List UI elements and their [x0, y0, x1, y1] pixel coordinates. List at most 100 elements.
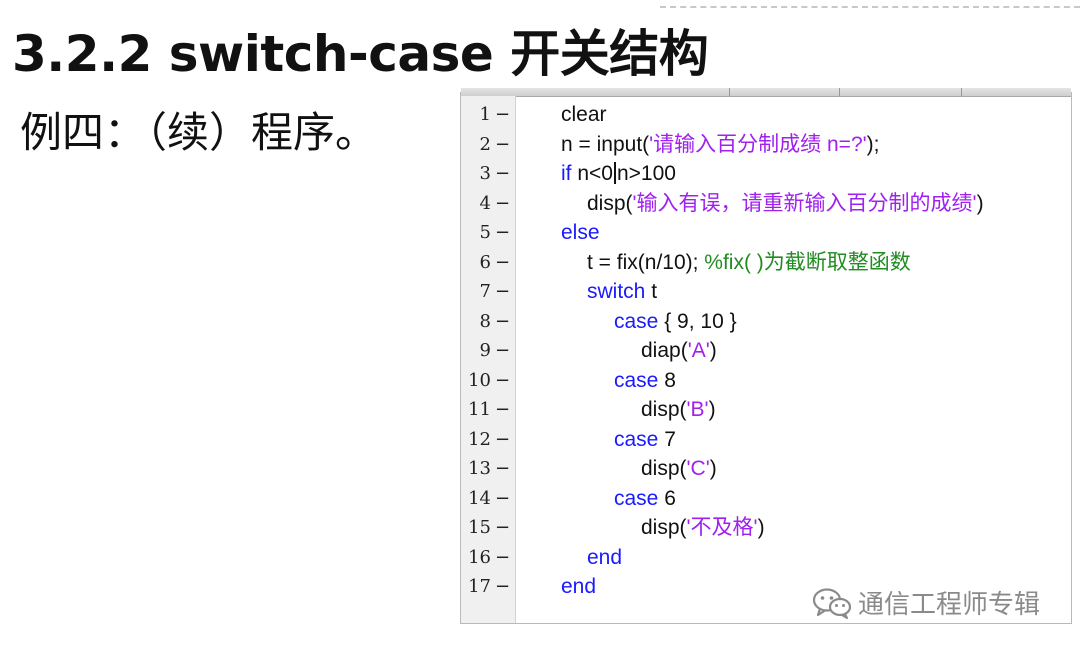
- breakpoint-marker[interactable]: −: [495, 546, 511, 568]
- line-number: 9: [479, 340, 491, 361]
- code-line[interactable]: 2− n = input('请输入百分制成绩 n=?');: [461, 130, 1071, 160]
- code-text: n = input('请输入百分制成绩 n=?');: [561, 130, 879, 160]
- code-line[interactable]: 6−t = fix(n/10); %fix( )为截断取整函数: [461, 248, 1071, 278]
- code-text: disp('B'): [641, 395, 716, 425]
- code-line[interactable]: 9− diap('A'): [461, 336, 1071, 366]
- code-line[interactable]: 10− case 8: [461, 366, 1071, 396]
- code-text: clear: [561, 100, 607, 130]
- code-token: n<0: [571, 162, 613, 185]
- string-token: '输入有误，请重新输入百分制的成绩': [632, 191, 977, 215]
- line-number: 16: [468, 546, 491, 568]
- breakpoint-marker[interactable]: −: [495, 576, 511, 597]
- code-line[interactable]: 1− clear: [461, 100, 1071, 130]
- code-token: disp(: [641, 457, 687, 480]
- code-line[interactable]: 16− end: [461, 543, 1071, 573]
- code-token: n>100: [616, 162, 676, 185]
- code-token: ): [757, 516, 765, 539]
- keyword-token: end: [587, 545, 623, 569]
- line-number: 17: [468, 576, 491, 597]
- line-number: 3: [479, 163, 491, 184]
- breakpoint-marker[interactable]: −: [495, 399, 511, 420]
- code-text: switch t: [587, 277, 657, 307]
- keyword-token: case: [614, 486, 659, 510]
- code-text: case { 9, 10 }: [614, 307, 737, 337]
- breakpoint-marker[interactable]: −: [495, 163, 511, 184]
- line-number: 7: [479, 281, 491, 302]
- breakpoint-marker[interactable]: −: [495, 369, 511, 391]
- breakpoint-marker[interactable]: −: [495, 104, 511, 125]
- line-number: 2: [479, 133, 491, 155]
- line-number: 1: [479, 104, 491, 125]
- code-text: disp('输入有误，请重新输入百分制的成绩'): [587, 189, 984, 219]
- code-text: diap('A'): [641, 336, 717, 366]
- string-token: '请输入百分制成绩 n=?': [649, 132, 867, 156]
- breakpoint-marker[interactable]: −: [495, 340, 511, 361]
- wechat-icon: [812, 587, 852, 619]
- code-line[interactable]: 12−case 7: [461, 425, 1071, 455]
- code-line[interactable]: 8− case { 9, 10 }: [461, 307, 1071, 337]
- slide-title: 3.2.2 switch-case 开关结构: [12, 25, 709, 83]
- code-token: clear: [561, 103, 607, 126]
- code-token: 7: [658, 427, 676, 451]
- breakpoint-marker[interactable]: −: [495, 458, 511, 479]
- code-token: 8: [658, 368, 676, 392]
- code-token: disp(: [641, 516, 687, 539]
- code-line[interactable]: 5−else: [461, 218, 1071, 248]
- code-text: case 8: [614, 366, 676, 396]
- code-line[interactable]: 15− disp('不及格'): [461, 513, 1071, 543]
- keyword-token: if: [561, 162, 572, 185]
- code-text: else: [561, 218, 600, 248]
- code-token: ): [709, 339, 717, 362]
- line-number: 8: [479, 310, 491, 332]
- string-token: 'C': [686, 457, 710, 480]
- breakpoint-marker[interactable]: −: [495, 192, 511, 214]
- code-token: { 9, 10 }: [658, 309, 737, 333]
- editor-toolbar-strip: [461, 88, 1071, 97]
- line-number: 15: [468, 517, 491, 538]
- code-text: disp('C'): [641, 454, 717, 484]
- breakpoint-marker[interactable]: −: [495, 517, 511, 538]
- breakpoint-marker[interactable]: −: [495, 133, 511, 155]
- keyword-token: case: [614, 309, 659, 333]
- keyword-token: case: [614, 368, 659, 392]
- keyword-token: else: [561, 221, 600, 244]
- breakpoint-marker[interactable]: −: [495, 428, 511, 450]
- string-token: 'A': [687, 339, 710, 362]
- comment-token: %fix( )为截断取整函数: [704, 250, 911, 274]
- keyword-token: switch: [587, 280, 646, 303]
- code-text: case 7: [614, 425, 676, 455]
- code-token: ): [976, 191, 984, 215]
- code-token: ): [709, 457, 717, 480]
- slide-subtitle: 例四：（续）程序。: [20, 108, 378, 157]
- code-token: disp(: [587, 191, 633, 215]
- code-line[interactable]: 11− disp('B'): [461, 395, 1071, 425]
- breakpoint-marker[interactable]: −: [495, 251, 511, 273]
- code-token: t = fix(n/10);: [587, 250, 705, 274]
- code-line[interactable]: 7− switch t: [461, 277, 1071, 307]
- code-token: 6: [658, 486, 676, 510]
- string-token: '不及格': [686, 516, 758, 539]
- line-number-gutter: [461, 96, 516, 623]
- breakpoint-marker[interactable]: −: [495, 222, 511, 243]
- code-text: disp('不及格'): [641, 513, 765, 543]
- text-cursor: [613, 162, 616, 184]
- breakpoint-marker[interactable]: −: [495, 310, 511, 332]
- line-number: 10: [468, 369, 491, 391]
- code-line[interactable]: 4−disp('输入有误，请重新输入百分制的成绩'): [461, 189, 1071, 219]
- keyword-token: end: [561, 575, 597, 598]
- code-text: end: [587, 543, 622, 573]
- breakpoint-marker[interactable]: −: [495, 487, 511, 509]
- code-token: t: [645, 280, 658, 303]
- code-line[interactable]: 14−case 6: [461, 484, 1071, 514]
- code-text: end: [561, 572, 596, 602]
- code-token: diap(: [641, 339, 688, 362]
- code-line[interactable]: 17− end: [461, 572, 1071, 602]
- string-token: 'B': [686, 398, 709, 421]
- code-line[interactable]: 13−disp('C'): [461, 454, 1071, 484]
- line-number: 11: [468, 399, 491, 420]
- breakpoint-marker[interactable]: −: [495, 281, 511, 302]
